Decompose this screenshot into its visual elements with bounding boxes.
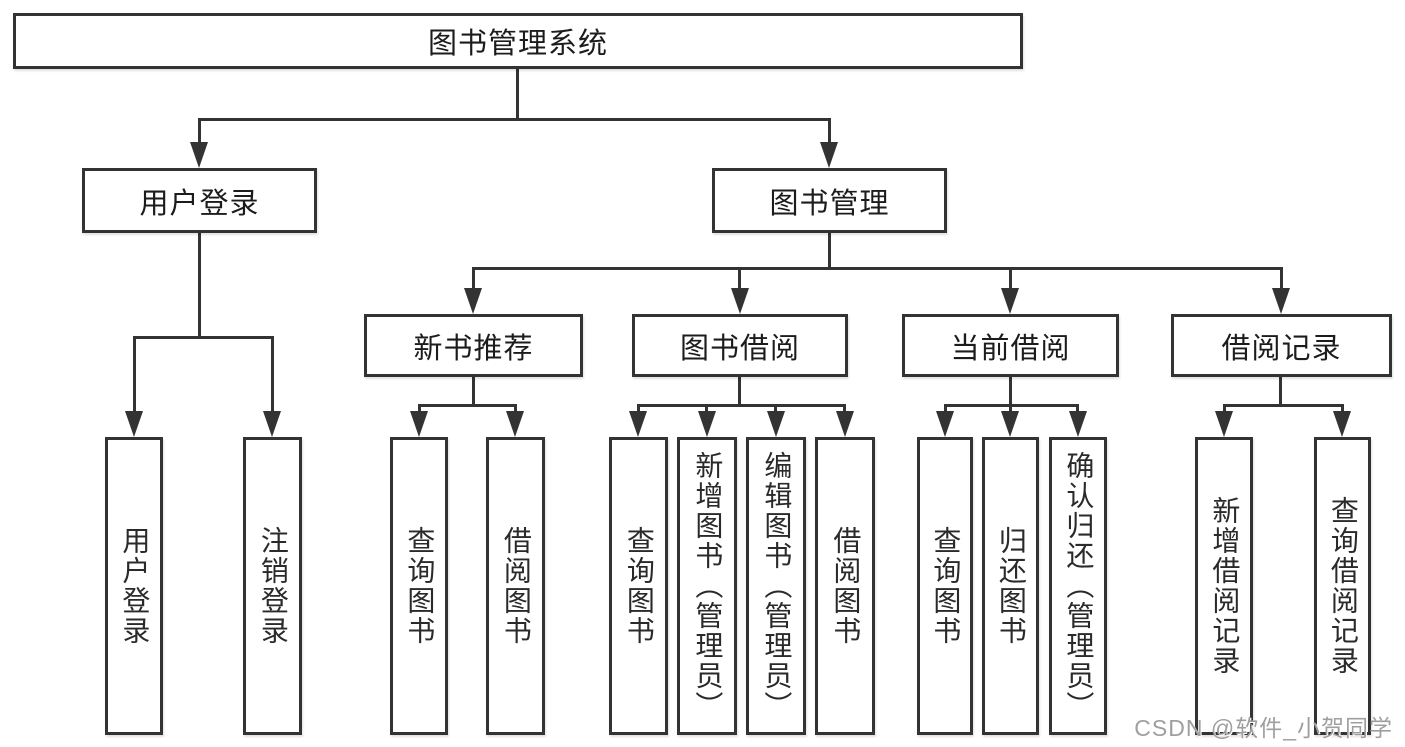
arrowhead-icon [1215,411,1233,437]
arrowhead-icon [506,411,524,437]
connector-drop [637,404,640,414]
connector-section-trunk [1279,377,1282,406]
arrowhead-icon [629,411,647,437]
connector-drop [1009,404,1012,414]
connector-drop [774,404,777,414]
arrowhead-icon [464,288,482,314]
node-label: 新书推荐 [413,332,534,365]
connector-drop [1280,267,1283,289]
node-label: 图书管理 [769,187,890,220]
connector-drop [843,404,846,414]
arrowhead-icon [731,288,749,314]
connector-drop [514,404,517,414]
arrowhead-icon [836,411,854,437]
arrowhead-icon [1333,411,1351,437]
node-label: 归还图书 [995,526,1027,646]
node-label: 查询图书 [930,526,962,646]
node-current-borrow: 当前借阅 [902,314,1119,377]
node-library-system: 图书管理系统 [13,13,1023,69]
connector-drop [1076,404,1079,414]
node-label: 新增借阅记录 [1209,496,1241,676]
node-book-borrow: 图书借阅 [632,314,848,377]
connector-section-trunk [1009,377,1012,406]
arrowhead-icon [1069,411,1087,437]
leaf-confirm-return-admin: 确认归还（管理员） [1049,437,1107,735]
connector-leaf-span [418,404,517,407]
arrowhead-icon [125,411,143,437]
leaf-borrow-books: 借阅图书 [486,437,545,735]
connector-drop [1009,267,1012,289]
leaf-query-books: 查询图书 [390,437,448,735]
leaf-add-books-admin: 新增图书（管理员） [677,437,737,735]
node-new-book-recommend: 新书推荐 [364,314,583,377]
node-label: 查询借阅记录 [1327,496,1359,676]
connector-drop [271,336,274,413]
node-book-management: 图书管理 [712,168,947,233]
connector-leaf-span [1223,404,1344,407]
node-label: 借阅图书 [830,526,862,646]
node-label: 借阅图书 [500,526,532,646]
connector-drop [705,404,708,414]
node-label: 查询图书 [404,526,436,646]
connector-mgmt-trunk [828,233,831,269]
node-label: 图书管理系统 [427,28,608,60]
node-label: 借阅记录 [1221,332,1342,365]
node-label: 当前借阅 [950,332,1071,365]
connector-level3-span [472,267,1282,270]
node-label: 编辑图书（管理员） [761,451,793,721]
connector-drop [472,267,475,289]
leaf-edit-books-admin: 编辑图书（管理员） [746,437,806,735]
connector-drop [944,404,947,414]
node-label: 注销登录 [257,526,289,646]
connector-user-span [133,336,274,339]
node-label: 图书借阅 [679,332,800,365]
connector-leaf-span [637,404,846,407]
arrowhead-icon [767,411,785,437]
leaf-query-books: 查询图书 [917,437,973,735]
arrowhead-icon [1001,288,1019,314]
node-user-login: 用户登录 [82,168,317,233]
leaf-return-books: 归还图书 [982,437,1039,735]
connector-section-trunk [472,377,475,406]
connector-level2-span [198,118,831,121]
leaf-query-borrow-record: 查询借阅记录 [1314,437,1371,735]
connector-section-trunk [738,377,741,406]
arrowhead-icon [410,411,428,437]
leaf-borrow-books: 借阅图书 [815,437,875,735]
leaf-user-login: 用户登录 [105,437,163,735]
connector-drop [828,118,831,146]
leaf-add-borrow-record: 新增借阅记录 [1195,437,1253,735]
node-label: 用户登录 [119,526,151,646]
arrowhead-icon [1272,288,1290,314]
arrowhead-icon [698,411,716,437]
arrowhead-icon [1001,411,1019,437]
arrowhead-icon [820,142,838,168]
leaf-logout: 注销登录 [243,437,302,735]
connector-drop [198,118,201,146]
node-label: 查询图书 [623,526,655,646]
connector-drop [1223,404,1226,414]
connector-drop [1341,404,1344,414]
node-label: 确认归还（管理员） [1063,451,1095,721]
node-label: 新增图书（管理员） [692,451,724,721]
arrowhead-icon [936,411,954,437]
node-borrow-records: 借阅记录 [1171,314,1392,377]
connector-drop [738,267,741,289]
connector-user-trunk [198,233,201,338]
connector-drop [418,404,421,414]
arrowhead-icon [263,411,281,437]
connector-root-trunk [516,69,519,119]
connector-drop [133,336,136,413]
node-label: 用户登录 [139,187,260,220]
watermark: CSDN @软件_小贺同学 [1134,715,1393,741]
leaf-query-books: 查询图书 [609,437,668,735]
arrowhead-icon [190,142,208,168]
